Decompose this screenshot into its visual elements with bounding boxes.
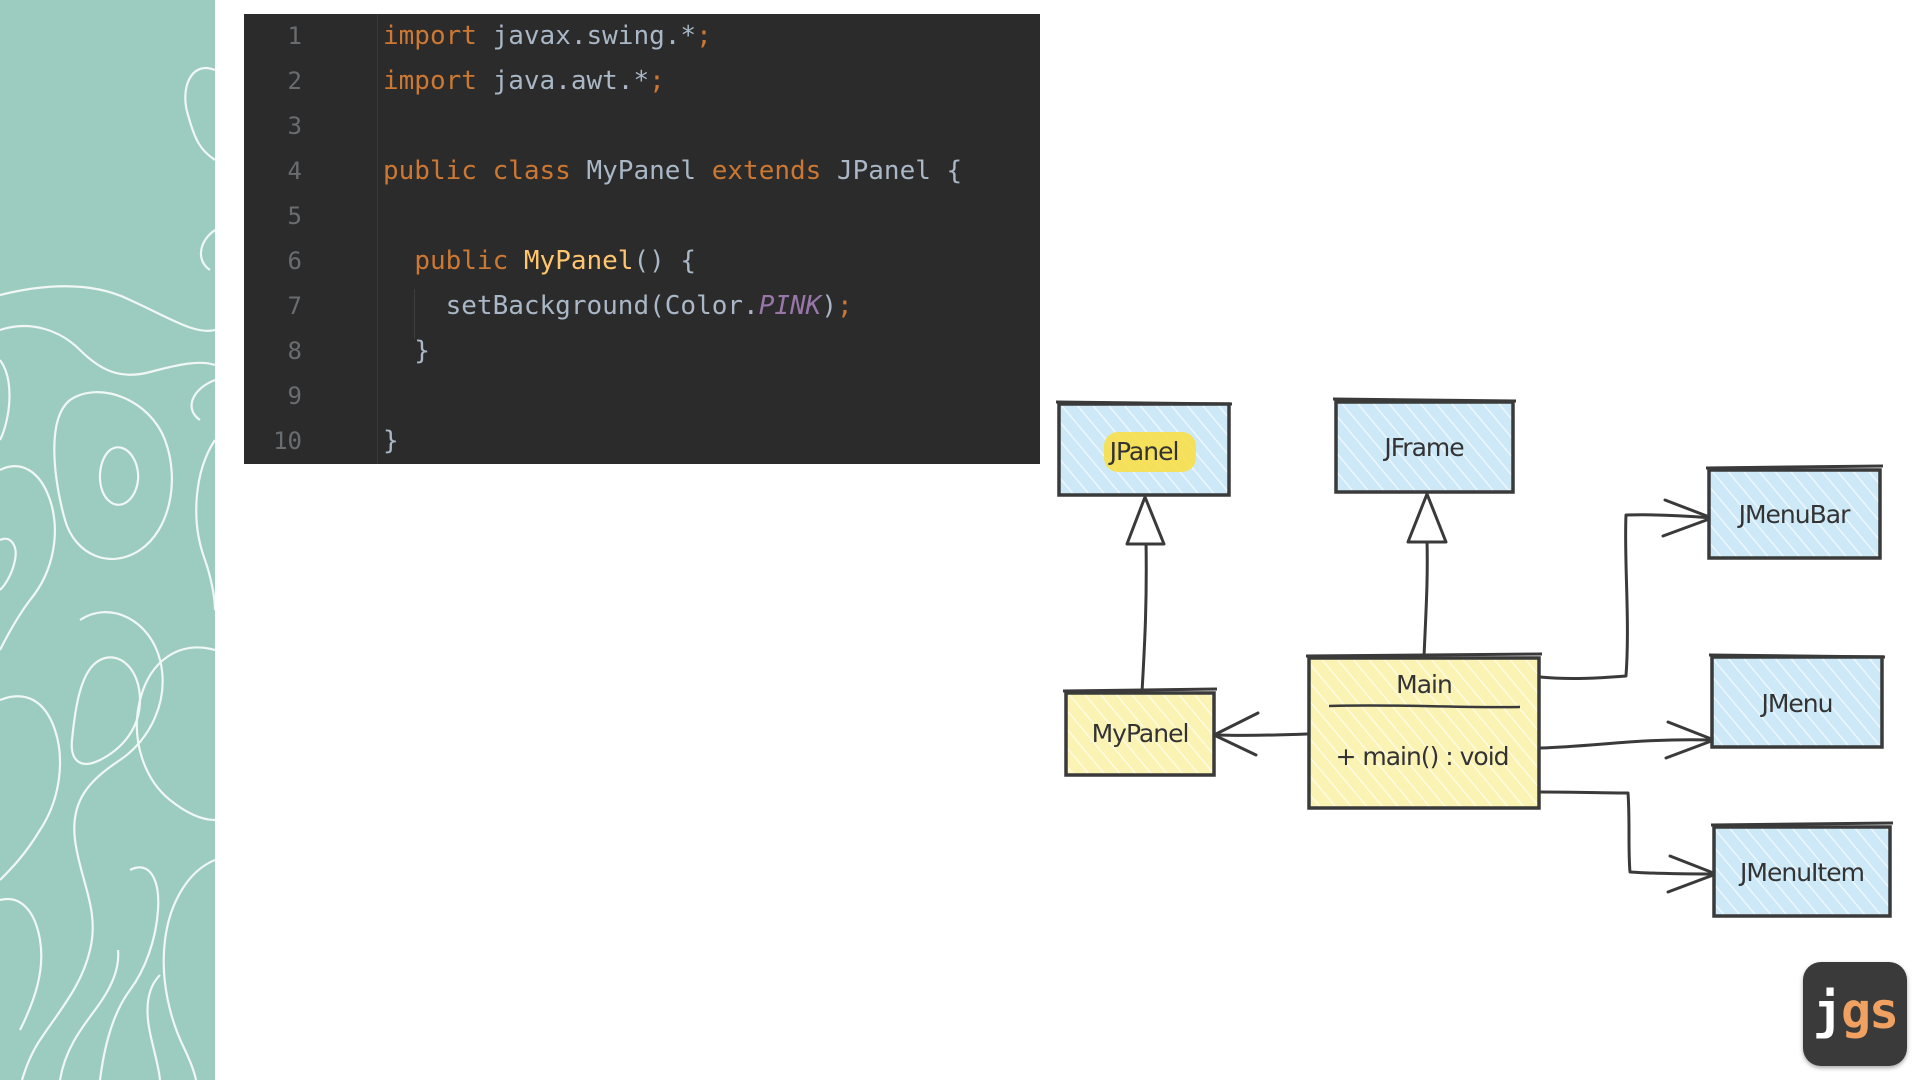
- code-token: import: [383, 66, 477, 96]
- code-text: import java.awt.*;: [383, 59, 665, 104]
- code-token: ;: [836, 291, 853, 321]
- code-line: 9: [244, 374, 1040, 419]
- class-box-main: Main + main() : void: [1305, 652, 1543, 810]
- class-box-mypanel: MyPanel: [1062, 687, 1218, 777]
- jmenubar-label: JMenuBar: [1737, 500, 1851, 529]
- association-arrow-main-mypanel: [1214, 732, 1309, 737]
- code-token: setBackground(Color.: [383, 291, 759, 321]
- code-line: 1 import javax.swing.*;: [244, 14, 1040, 59]
- line-number: 1: [287, 22, 302, 50]
- code-text: public MyPanel() {: [383, 239, 696, 284]
- code-token: public class: [383, 156, 571, 186]
- code-line: 3: [244, 104, 1040, 149]
- line-number: 9: [287, 382, 302, 410]
- code-text: }: [383, 419, 399, 464]
- code-token: MyPanel: [523, 246, 634, 276]
- code-text: public class MyPanel extends JPanel {: [383, 149, 962, 194]
- code-token: ;: [696, 21, 712, 51]
- code-token: javax.swing.*: [476, 21, 697, 51]
- code-line: 8 }: [244, 329, 1040, 374]
- code-text: import javax.swing.*;: [383, 14, 712, 59]
- association-arrow-main-jmenu: [1538, 738, 1716, 750]
- jframe-label: JFrame: [1382, 433, 1464, 462]
- inheritance-arrowhead-jpanel: [1125, 495, 1166, 546]
- code-line: 4 public class MyPanel extends JPanel {: [244, 149, 1040, 194]
- code-text: setBackground(Color.PINK);: [383, 284, 853, 329]
- jpanel-label: JPanel: [1108, 437, 1179, 466]
- topographic-pattern: [0, 67, 215, 1080]
- gutter-separator: [377, 14, 378, 464]
- inheritance-arrowhead-jframe: [1406, 492, 1448, 544]
- code-line: 7 setBackground(Color.PINK);: [244, 284, 1040, 329]
- code-line: 10}: [244, 419, 1040, 464]
- association-arrow-main-jmenubar: [1538, 513, 1714, 681]
- code-token: }: [383, 426, 399, 456]
- jmenuitem-label: JMenuItem: [1738, 858, 1864, 887]
- class-box-jframe: JFrame: [1332, 397, 1517, 494]
- class-box-jmenu: JMenu: [1708, 653, 1886, 749]
- line-number: 8: [287, 337, 302, 365]
- line-number: 2: [287, 67, 302, 95]
- code-line: 6 public MyPanel() {: [244, 239, 1040, 284]
- highlight-marker: [1104, 432, 1196, 472]
- association-arrow-main-jmenuitem: [1538, 790, 1718, 876]
- main-method-label: + main() : void: [1335, 742, 1508, 771]
- code-line: 2 import java.awt.*;: [244, 59, 1040, 104]
- code-token: }: [383, 336, 430, 366]
- code-line: 5: [244, 194, 1040, 239]
- line-number: 4: [287, 157, 302, 185]
- line-number: 5: [287, 202, 302, 230]
- logo-text: jgs: [1803, 976, 1907, 1046]
- code-token: public: [414, 246, 509, 276]
- code-token: () {: [633, 246, 697, 276]
- line-number: 3: [287, 112, 302, 140]
- class-box-jpanel: JPanel: [1055, 400, 1233, 497]
- code-token: extends: [711, 156, 822, 186]
- code-token: java.awt.*: [476, 66, 650, 96]
- inheritance-arrow-mypanel-jpanel: [1140, 538, 1148, 694]
- class-divider: [1328, 704, 1521, 709]
- line-number: 6: [287, 247, 302, 275]
- indent-guide: [414, 289, 415, 339]
- code-token: PINK: [758, 291, 822, 321]
- main-title-label: Main: [1396, 670, 1452, 699]
- class-box-jmenubar: JMenuBar: [1705, 464, 1884, 560]
- code-token: import: [383, 21, 477, 51]
- code-token: ): [821, 291, 837, 321]
- line-number: 10: [273, 427, 302, 455]
- code-token: MyPanel: [570, 156, 712, 186]
- code-text: }: [383, 329, 430, 374]
- code-token: JPanel {: [821, 156, 963, 186]
- code-editor: 1 import javax.swing.*; 2 import java.awt.*…: [244, 14, 1040, 464]
- jmenu-label: JMenu: [1759, 689, 1832, 718]
- inheritance-arrow-main-jframe: [1422, 538, 1429, 659]
- mypanel-label: MyPanel: [1092, 719, 1189, 748]
- decorative-side-panel: [0, 0, 215, 1080]
- class-box-jmenuitem: JMenuItem: [1710, 821, 1894, 918]
- line-number: 7: [287, 292, 302, 320]
- jgs-logo: jgs: [1803, 962, 1907, 1066]
- logo-gs: gs: [1840, 982, 1899, 1040]
- logo-j: j: [1812, 982, 1843, 1040]
- code-token: ;: [649, 66, 665, 96]
